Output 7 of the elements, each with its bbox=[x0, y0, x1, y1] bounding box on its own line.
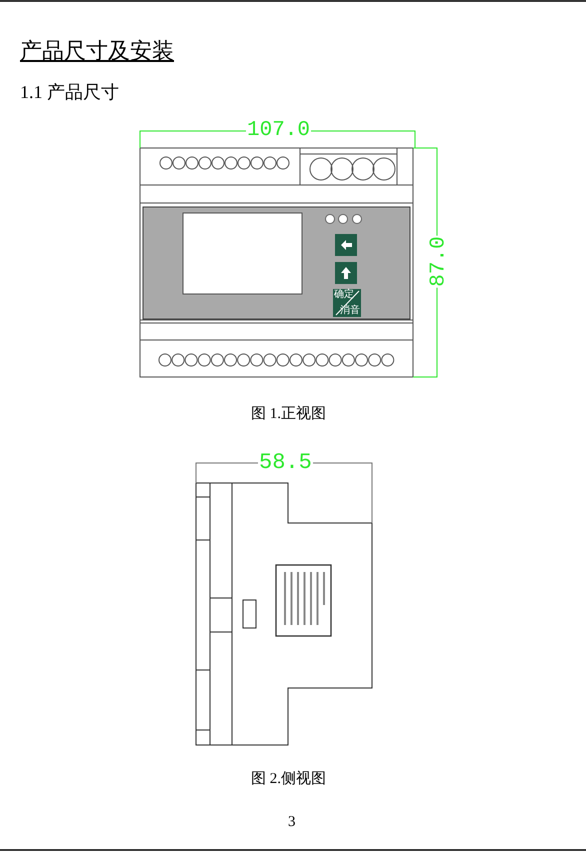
subsection-heading: 1.1 产品尺寸 bbox=[20, 83, 119, 101]
figure-caption: 图 1.正视图 bbox=[251, 407, 326, 422]
section-heading: 产品尺寸及安装 bbox=[20, 40, 174, 62]
page-number: 3 bbox=[288, 815, 296, 830]
button-label: 确定 bbox=[334, 290, 354, 300]
figure-caption: 图 2.侧视图 bbox=[251, 772, 326, 787]
button-label: 消音 bbox=[340, 306, 360, 316]
